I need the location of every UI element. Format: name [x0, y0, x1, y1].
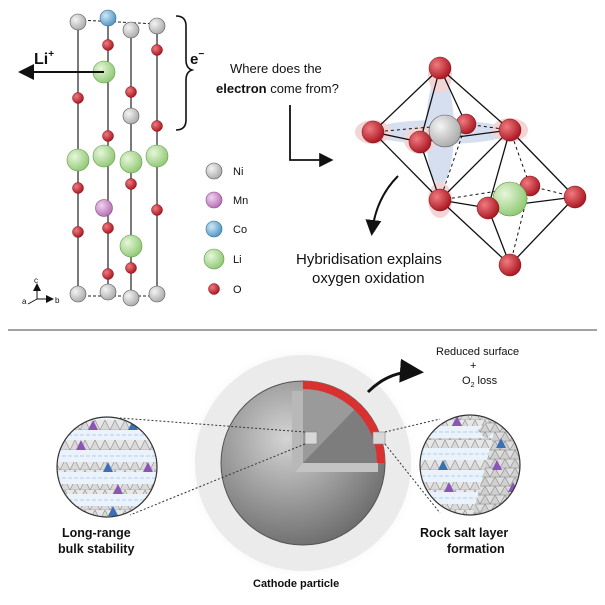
- reduced-plus: +: [470, 360, 476, 372]
- octahedra: [355, 56, 587, 277]
- legend-label-li: Li: [233, 254, 242, 266]
- hybrid-line1: Hybridisation explains: [296, 251, 442, 268]
- surface-zoom-circle: [419, 414, 521, 516]
- particle-caption: Cathode particle: [253, 578, 339, 590]
- cathode-particle: [185, 345, 421, 581]
- surface-arrow: [366, 358, 424, 394]
- crystal-structure: Li+ e− c a b: [18, 9, 204, 307]
- reduced-line3: O2 loss: [462, 375, 498, 389]
- zoom-lines: [119, 417, 441, 516]
- question-line2: electron come from?: [216, 81, 339, 96]
- right-caption-line2: formation: [447, 542, 505, 556]
- curved-arrow-hybrid: [365, 175, 399, 236]
- legend: Ni Mn Co Li O: [203, 162, 248, 296]
- legend-label-o: O: [233, 284, 242, 296]
- elbow-arrow: [289, 105, 334, 168]
- bulk-zoom-circle: [56, 416, 158, 518]
- left-caption-line1: Long-range: [62, 526, 131, 540]
- legend-label-co: Co: [233, 224, 247, 236]
- axis-triad: [27, 283, 54, 305]
- electron-label: e−: [190, 49, 204, 68]
- left-caption-line2: bulk stability: [58, 542, 134, 556]
- li-ion-label: Li+: [34, 49, 54, 68]
- axis-b-label: b: [55, 296, 60, 305]
- right-caption-line1: Rock salt layer: [420, 526, 508, 540]
- axis-c-label: c: [34, 276, 38, 285]
- electron-brace: [175, 15, 195, 131]
- reduced-line1: Reduced surface: [436, 346, 519, 358]
- hybrid-line2: oxygen oxidation: [312, 270, 425, 287]
- question-line1: Where does the: [230, 61, 322, 76]
- legend-label-ni: Ni: [233, 166, 243, 178]
- axis-a-label: a: [22, 297, 27, 306]
- legend-label-mn: Mn: [233, 195, 248, 207]
